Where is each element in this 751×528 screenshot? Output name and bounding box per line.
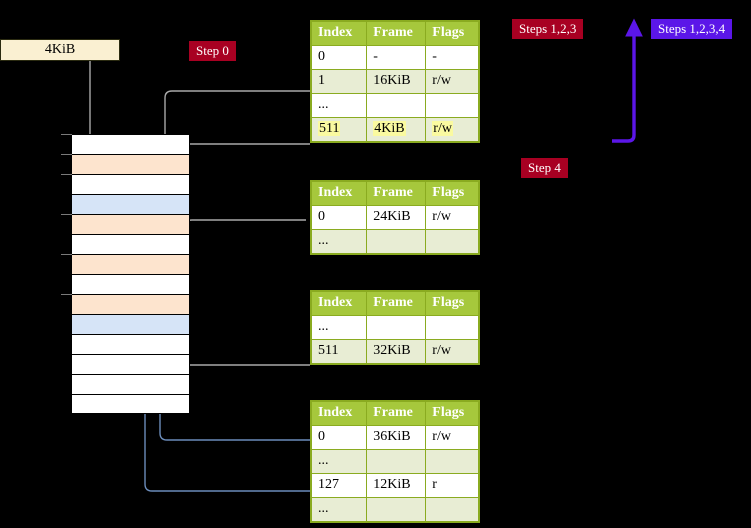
- memory-frame-slot: [71, 374, 190, 394]
- table-cell-frame: 12KiB: [366, 473, 427, 498]
- table-header-index: Index: [310, 401, 368, 426]
- table-cell-index: ...: [310, 93, 368, 118]
- memory-frame-slot: [71, 254, 190, 274]
- badge-step-4: Step 4: [521, 158, 568, 178]
- table-cell-index: 511: [310, 117, 368, 142]
- memory-frame-slot: [71, 274, 190, 294]
- table-row: ...: [310, 229, 479, 254]
- table-cell-flags: -: [425, 45, 479, 70]
- table-header-flags: Flags: [425, 21, 479, 46]
- physical-memory-column: [71, 134, 190, 415]
- table-cell-index: 511: [310, 339, 368, 364]
- table-cell-flags: r/w: [425, 69, 479, 94]
- table-cell-frame: 4KiB: [366, 117, 427, 142]
- table-row: 0--: [310, 45, 479, 70]
- table-header-frame: Frame: [366, 401, 427, 426]
- table-header-frame: Frame: [366, 181, 427, 206]
- highlighted-value: 4KiB: [373, 121, 406, 136]
- table-cell-frame: [366, 449, 427, 474]
- table-cell-frame: -: [366, 45, 427, 70]
- memory-frame-slot: [71, 194, 190, 214]
- memory-frame-tick: [61, 294, 72, 295]
- table-cell-flags: r/w: [425, 425, 479, 450]
- table-header-frame: Frame: [366, 291, 427, 316]
- table-header-index: Index: [310, 181, 368, 206]
- table-cell-flags: [425, 315, 479, 340]
- table-cell-flags: [425, 229, 479, 254]
- memory-frame-slot: [71, 394, 190, 414]
- badge-step-0: Step 0: [189, 41, 236, 61]
- table-cell-frame: 32KiB: [366, 339, 427, 364]
- table-cell-flags: [425, 93, 479, 118]
- table-row: ...: [310, 315, 479, 340]
- table-header-index: Index: [310, 291, 368, 316]
- table-cell-index: ...: [310, 497, 368, 522]
- badge-steps-1-2-3-4: Steps 1,2,3,4: [651, 19, 733, 39]
- table-cell-index: ...: [310, 315, 368, 340]
- table-cell-index: ...: [310, 229, 368, 254]
- table-cell-index: 0: [310, 205, 368, 230]
- table-row: ...: [310, 93, 479, 118]
- table-cell-index: 1: [310, 69, 368, 94]
- table-cell-frame: [366, 497, 427, 522]
- table-header-index: Index: [310, 21, 368, 46]
- highlighted-value: 511: [318, 121, 341, 136]
- table-cell-index: ...: [310, 449, 368, 474]
- table-cell-index: 127: [310, 473, 368, 498]
- table-cell-flags: r/w: [425, 339, 479, 364]
- memory-frame-tick: [61, 214, 72, 215]
- table-cell-flags: [425, 449, 479, 474]
- table-cell-frame: 24KiB: [366, 205, 427, 230]
- table-row: 511 4KiB r/w: [310, 117, 479, 142]
- memory-frame-slot: [71, 214, 190, 234]
- memory-frame-slot: [71, 134, 190, 154]
- table-header-flags: Flags: [425, 181, 479, 206]
- memory-frame-slot: [71, 354, 190, 374]
- table-cell-frame: [366, 93, 427, 118]
- table-cell-frame: [366, 229, 427, 254]
- memory-frame-slot: [71, 334, 190, 354]
- table-row: ...: [310, 449, 479, 474]
- badge-steps-1-2-3: Steps 1,2,3: [512, 19, 584, 39]
- highlighted-value: r/w: [432, 121, 453, 136]
- frame-size-label-4kib: 4KiB: [0, 39, 120, 61]
- connector-pdpt-row0-to-memory: [172, 219, 306, 270]
- memory-frame-tick: [61, 254, 72, 255]
- table-header-frame: Frame: [366, 21, 427, 46]
- table-header-flags: Flags: [425, 291, 479, 316]
- table-cell-flags: r/w: [425, 117, 479, 142]
- table-header-flags: Flags: [425, 401, 479, 426]
- table-cell-index: 0: [310, 425, 368, 450]
- memory-frame-slot: [71, 174, 190, 194]
- memory-frame-slot: [71, 234, 190, 254]
- table-cell-frame: 36KiB: [366, 425, 427, 450]
- table-cell-flags: r: [425, 473, 479, 498]
- memory-frame-tick: [61, 134, 72, 135]
- memory-frame-slot: [71, 154, 190, 174]
- memory-frame-slot: [71, 314, 190, 334]
- table-cell-flags: r/w: [425, 205, 479, 230]
- memory-frame-tick: [61, 174, 72, 175]
- table-cell-frame: 16KiB: [366, 69, 427, 94]
- table-cell-flags: [425, 497, 479, 522]
- connector-steps-bracket: [612, 18, 643, 143]
- table-row: ...: [310, 497, 479, 522]
- table-cell-index: 0: [310, 45, 368, 70]
- table-cell-frame: [366, 315, 427, 340]
- memory-frame-slot: [71, 294, 190, 314]
- memory-frame-tick: [61, 154, 72, 155]
